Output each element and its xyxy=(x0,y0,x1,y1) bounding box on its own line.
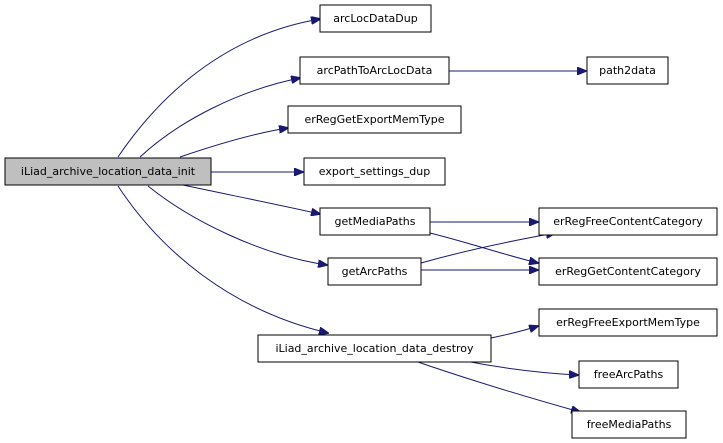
edge-root-arcLocDataDup xyxy=(117,19,320,158)
node-erRegGetExportMemType[interactable]: erRegGetExportMemType xyxy=(287,105,462,134)
node-getArcPaths[interactable]: getArcPaths xyxy=(327,257,422,286)
node-getMediaPaths-label: getMediaPaths xyxy=(335,215,416,228)
node-getMediaPaths[interactable]: getMediaPaths xyxy=(319,207,431,236)
node-erRegFreeContentCategory[interactable]: erRegFreeContentCategory xyxy=(538,207,718,236)
node-root-label: iLiad_archive_location_data_init xyxy=(21,165,196,178)
node-arcLocDataDup[interactable]: arcLocDataDup xyxy=(319,4,432,33)
node-root[interactable]: iLiad_archive_location_data_init xyxy=(4,157,212,186)
node-path2data[interactable]: path2data xyxy=(586,56,669,85)
node-freeMediaPaths-label: freeMediaPaths xyxy=(587,418,672,431)
node-path2data-label: path2data xyxy=(599,64,656,77)
node-destroy-label: iLiad_archive_location_data_destroy xyxy=(275,342,474,355)
node-arcPathToArcLocData-label: arcPathToArcLocData xyxy=(317,64,433,77)
node-erRegFreeContentCategory-label: erRegFreeContentCategory xyxy=(553,215,703,228)
nodes: iLiad_archive_location_data_init arcLocD… xyxy=(4,4,718,439)
edge-destroy-freeMediaPaths xyxy=(414,360,580,412)
node-arcPathToArcLocData[interactable]: arcPathToArcLocData xyxy=(299,56,450,85)
node-erRegGetContentCategory[interactable]: erRegGetContentCategory xyxy=(538,257,718,286)
node-freeMediaPaths[interactable]: freeMediaPaths xyxy=(571,410,687,439)
edge-root-arcPathToArcLocData xyxy=(139,78,300,158)
node-erRegGetExportMemType-label: erRegGetExportMemType xyxy=(304,113,444,126)
node-arcLocDataDup-label: arcLocDataDup xyxy=(333,12,417,25)
edge-root-erRegGetExportMemType xyxy=(179,128,288,158)
edge-root-getMediaPaths xyxy=(182,184,320,214)
edges xyxy=(117,19,586,412)
edge-destroy-erRegFreeExportMemType xyxy=(490,326,538,339)
node-erRegFreeExportMemType-label: erRegFreeExportMemType xyxy=(556,316,700,329)
node-getArcPaths-label: getArcPaths xyxy=(342,265,408,278)
node-erRegGetContentCategory-label: erRegGetContentCategory xyxy=(555,265,701,278)
node-freeArcPaths[interactable]: freeArcPaths xyxy=(578,360,679,389)
edge-root-getArcPaths xyxy=(147,185,327,265)
node-export_settings_dup[interactable]: export_settings_dup xyxy=(303,157,446,186)
edge-getMediaPaths-erRegGetContentCategory xyxy=(429,232,538,263)
node-export_settings_dup-label: export_settings_dup xyxy=(319,165,430,178)
edge-getArcPaths-erRegFreeContentCategory xyxy=(420,233,555,264)
node-freeArcPaths-label: freeArcPaths xyxy=(594,368,664,381)
node-destroy[interactable]: iLiad_archive_location_data_destroy xyxy=(257,334,492,363)
edge-root-destroy xyxy=(117,185,328,333)
node-erRegFreeExportMemType[interactable]: erRegFreeExportMemType xyxy=(538,308,718,337)
